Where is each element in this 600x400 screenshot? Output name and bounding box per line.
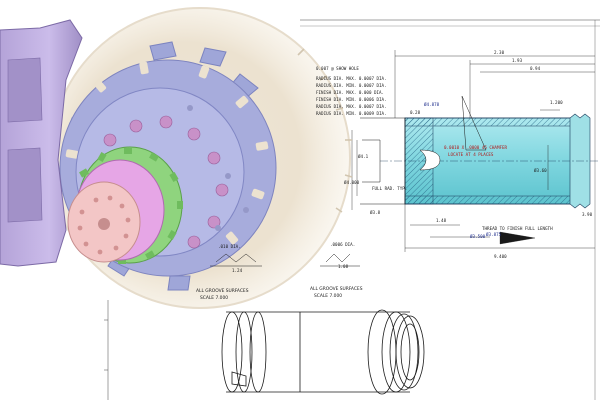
dim-total-length: 9.400 <box>494 254 507 259</box>
dim-step-diameter: Ø3.8 <box>370 210 381 215</box>
dim-bore-diameter: Ø4.1 <box>358 154 369 159</box>
note-chamfer: 0.0010 X .0000 45 CHAMFER <box>444 145 508 150</box>
tolerance-row: RADIUS DIA. MAX. 0.0007 DIA. <box>316 76 387 81</box>
dimension-lines <box>351 50 595 252</box>
dim-groove-width: .010 DIA. <box>218 244 241 249</box>
dim-thread-offset: 1.200 <box>550 100 563 105</box>
tolerance-header: 0.007 @ SHOW HOLE <box>316 66 359 71</box>
dim-outer-diameter: Ø4.000 <box>344 180 360 185</box>
wheel-stud-holes <box>187 105 249 231</box>
note-full-radius: FULL RAD. TYP. <box>372 186 407 191</box>
part-section-view <box>360 95 600 245</box>
part-dimension-labels: 1.200 1.48 Ø3.60 Ø3.500 3.90 9.400 0.28 <box>410 100 593 259</box>
dim-wall-thickness: 0.28 <box>410 110 421 115</box>
dim-body-diameter: Ø3.60 <box>534 168 547 173</box>
axle-cap-holes <box>77 195 131 255</box>
part-isometric-view <box>221 309 425 395</box>
tolerance-row: FINISH DIA. MIN. 0.0006 DIA. <box>316 97 387 102</box>
dim-flange-diameter: Ø4.878 <box>424 102 440 107</box>
diameter-labels: Ø4.878 Ø4.1 Ø4.000 Ø3.8 Ø3.875 <box>344 102 502 237</box>
vent-slots <box>65 61 269 245</box>
groove-detail-sketches <box>210 253 360 267</box>
surface-notes: ALL GROOVE SURFACES SCALE 7.000 ALL GROO… <box>196 286 363 301</box>
note-callouts: 0.0010 X .0000 45 CHAMFER LOCATE AT 4 PL… <box>372 145 553 231</box>
tolerance-row: RADIUS DIA. MIN. 0.0007 DIA. <box>316 83 387 88</box>
tolerance-row: RADIUS DIA. MIN. 0.0009 DIA. <box>316 111 387 116</box>
rotor-edge-ticks <box>297 48 353 213</box>
tolerance-row: FINISH DIA. MAX. 0.000 DIA. <box>316 90 384 95</box>
brake-assembly-render <box>0 7 353 309</box>
dim-flange-length: 1.48 <box>436 218 447 223</box>
scale-note: SCALE 7.000 <box>200 295 228 301</box>
surface-note: ALL GROOVE SURFACES <box>196 288 249 294</box>
dim-overall-length: 2.30 <box>494 50 505 55</box>
drawing-frame <box>104 19 600 400</box>
dim-groove-depth: .0006 DIA. <box>330 242 355 247</box>
note-thread: THREAD TO FINISH FULL LENGTH <box>482 226 553 231</box>
note-locate: LOCATE AT 4 PLACES <box>448 152 494 157</box>
tolerance-row: RADIUS DIA. MAX. 0.0007 DIA. <box>316 104 387 109</box>
dim-groove-left: 1.24 <box>232 268 243 273</box>
dim-thread-diameter: Ø3.875 <box>486 232 502 237</box>
lower-dimension-labels: .010 DIA. .0006 DIA. 1.24 1.08 <box>218 242 355 273</box>
surface-note: ALL GROOVE SURFACES <box>310 286 363 292</box>
dim-thread-length: 0.94 <box>530 66 541 71</box>
tolerance-table: 0.007 @ SHOW HOLE RADIUS DIA. MAX. 0.000… <box>316 66 387 116</box>
dim-end-length: 3.90 <box>582 212 593 217</box>
scale-note: SCALE 7.000 <box>314 293 342 299</box>
dim-thread-pitch: Ø3.500 <box>470 234 486 239</box>
dim-body-length: 1.93 <box>512 58 523 63</box>
hub-bolt-holes <box>103 115 229 249</box>
dim-groove-right: 1.08 <box>338 264 349 269</box>
overall-dimension-labels: 2.30 1.93 0.94 <box>494 50 541 71</box>
